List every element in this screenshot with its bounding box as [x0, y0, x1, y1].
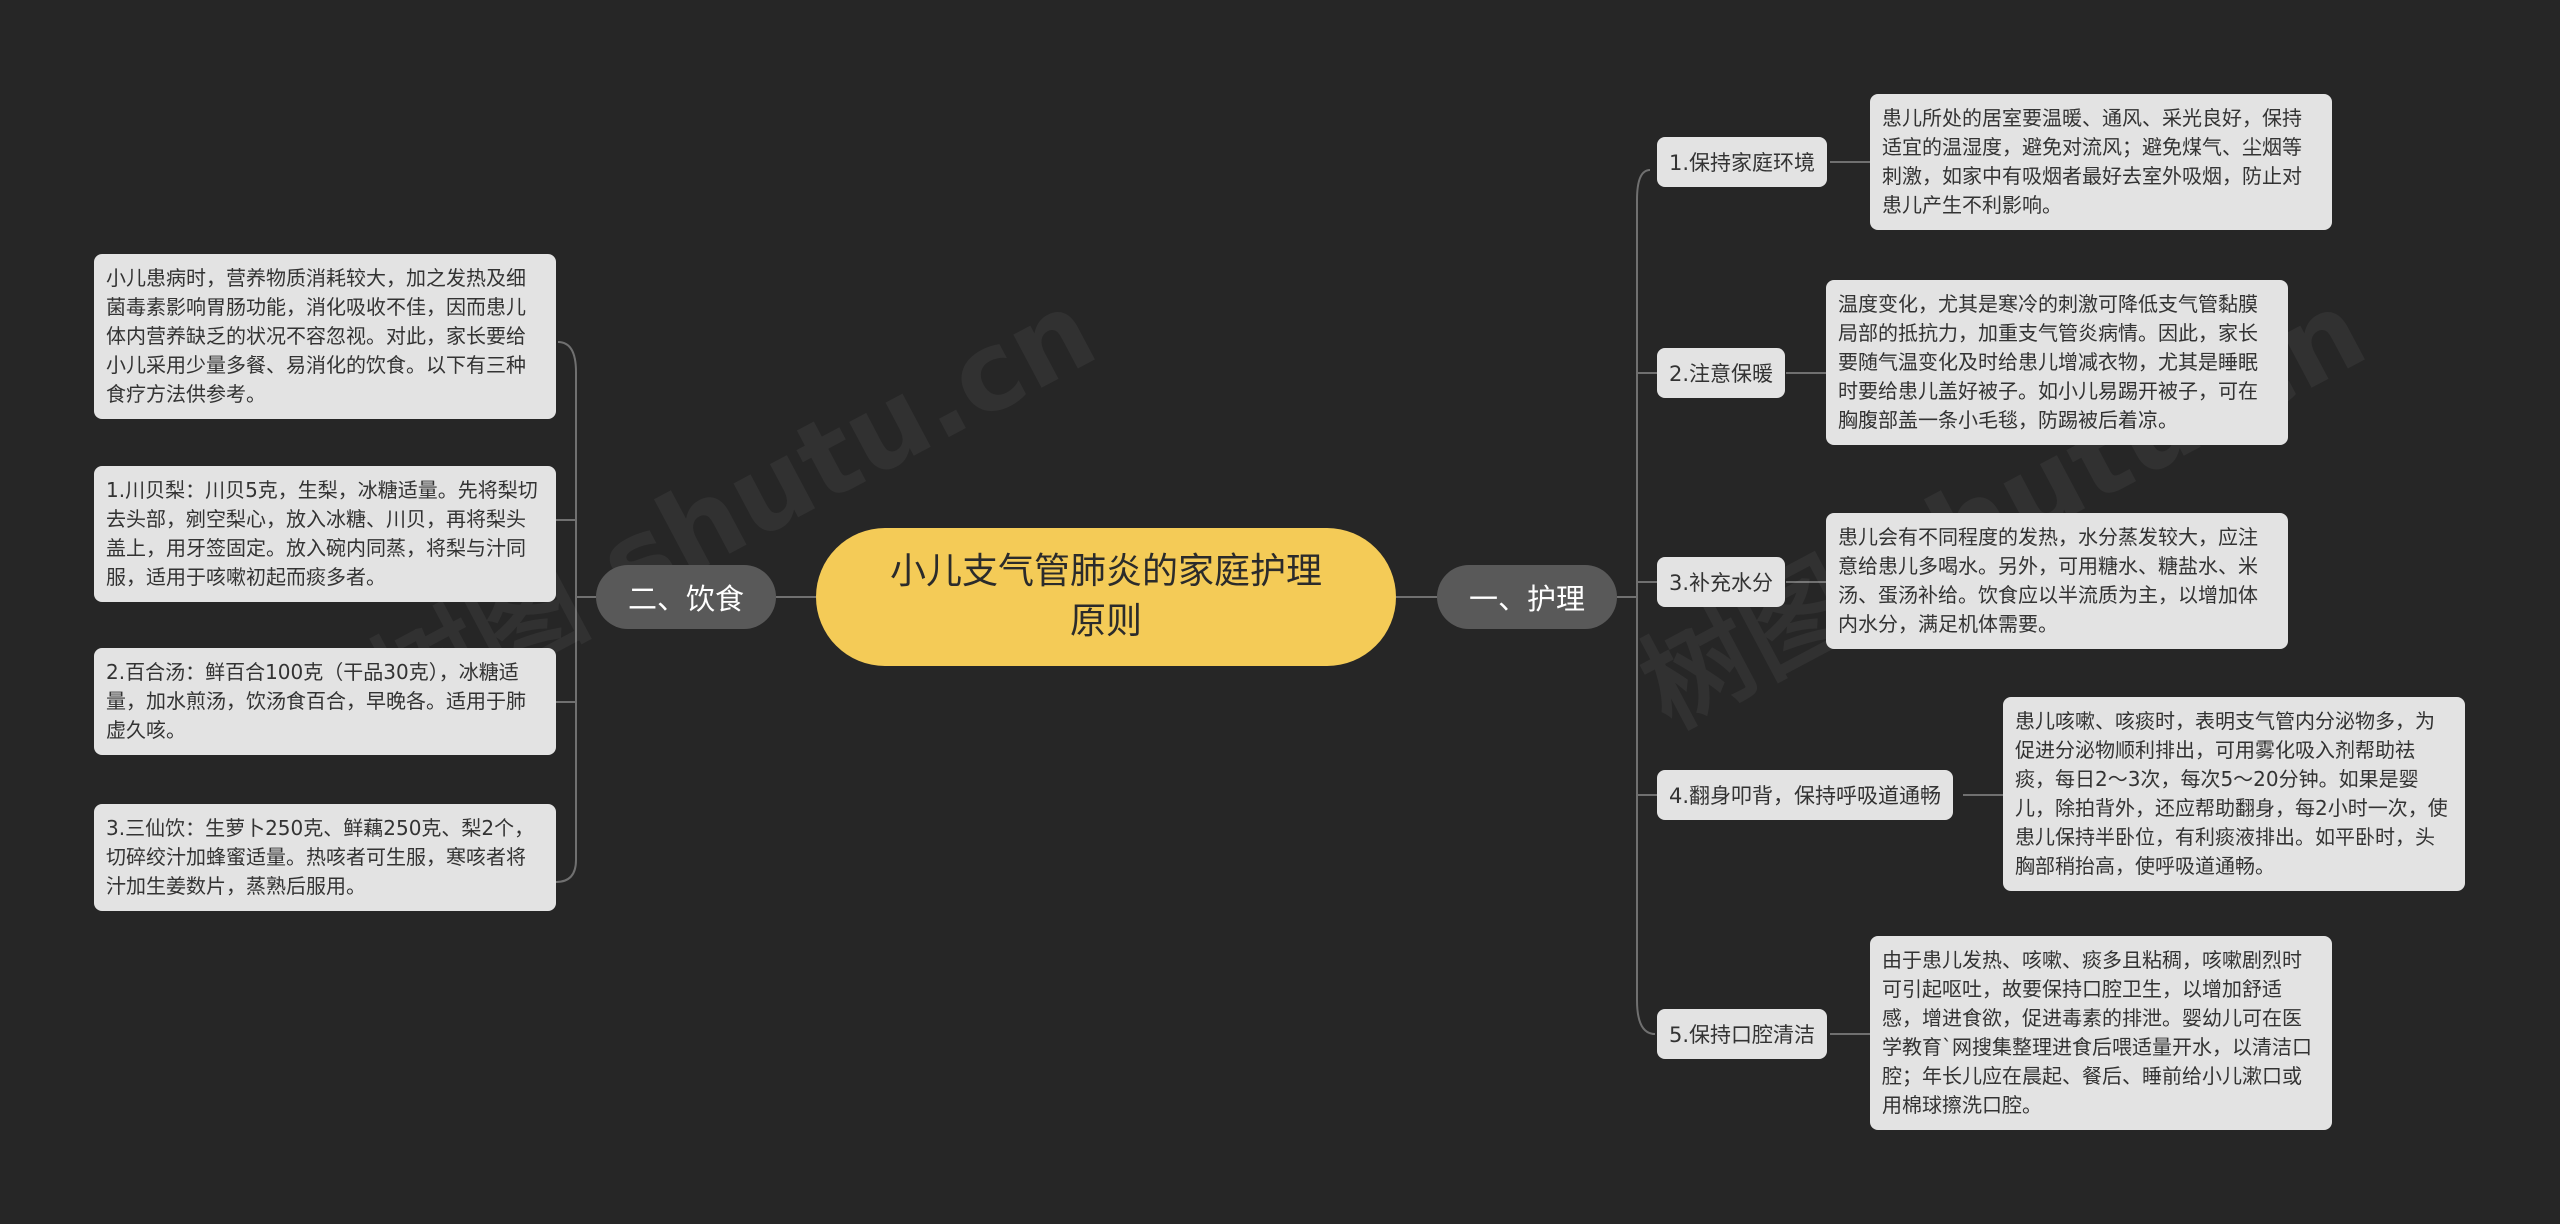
sub-node-keep-warm[interactable]: 2.注意保暖 [1657, 348, 1786, 398]
diet-item-intro[interactable]: 小儿患病时，营养物质消耗较大，加之发热及细菌毒素影响胃肠功能，消化吸收不佳，因而… [94, 254, 556, 419]
link-left-items [556, 519, 576, 703]
leaf-text: 患儿所处的居室要温暖、通风、采光良好，保持适宜的温湿度，避免对流风；避免煤气、尘… [1882, 106, 2302, 217]
leaf-note-airway[interactable]: 患儿咳嗽、咳痰时，表明支气管内分泌物多，为促进分泌物顺利排出，可用雾化吸入剂帮助… [2003, 697, 2465, 891]
leaf-text: 温度变化，尤其是寒冷的刺激可降低支气管黏膜局部的抵抗力，加重支气管炎病情。因此，… [1838, 292, 2258, 432]
leaf-text: 患儿会有不同程度的发热，水分蒸发较大，应注意给患儿多喝水。另外，可用糖水、糖盐水… [1838, 525, 2258, 636]
diet-item-lily-soup[interactable]: 2.百合汤：鲜百合100克（干品30克），冰糖适量，加水煎汤，饮汤食百合，早晚各… [94, 648, 556, 755]
sub-node-oral-hygiene[interactable]: 5.保持口腔清洁 [1657, 1009, 1828, 1059]
diet-item-chuanbei-pear[interactable]: 1.川贝梨：川贝5克，生梨，冰糖适量。先将梨切去头部，剜空梨心，放入冰糖、川贝，… [94, 466, 556, 602]
leaf-text: 2.百合汤：鲜百合100克（干品30克），冰糖适量，加水煎汤，饮汤食百合，早晚各… [106, 660, 526, 742]
root-node[interactable]: 小儿支气管肺炎的家庭护理原则 [816, 528, 1396, 666]
branch-label: 一、护理 [1468, 582, 1585, 616]
diet-item-three-immortals-drink[interactable]: 3.三仙饮：生萝卜250克、鲜藕250克、梨2个，切碎绞汁加蜂蜜适量。热咳者可生… [94, 804, 556, 911]
link-left-spine [555, 341, 596, 883]
sub-node-hydration[interactable]: 3.补充水分 [1657, 557, 1786, 607]
leaf-text: 由于患儿发热、咳嗽、痰多且粘稠，咳嗽剧烈时可引起呕吐，故要保持口腔卫生，以增加舒… [1882, 948, 2312, 1117]
leaf-text: 患儿咳嗽、咳痰时，表明支气管内分泌物多，为促进分泌物顺利排出，可用雾化吸入剂帮助… [2015, 709, 2448, 878]
leaf-note-oral-hygiene[interactable]: 由于患儿发热、咳嗽、痰多且粘稠，咳嗽剧烈时可引起呕吐，故要保持口腔卫生，以增加舒… [1870, 936, 2332, 1130]
branch-diet[interactable]: 二、饮食 [596, 565, 776, 629]
branch-nursing[interactable]: 一、护理 [1437, 565, 1617, 629]
root-title: 小儿支气管肺炎的家庭护理原则 [889, 551, 1322, 642]
sub-label: 1.保持家庭环境 [1669, 151, 1816, 175]
sub-label: 3.补充水分 [1669, 571, 1774, 595]
sub-label: 5.保持口腔清洁 [1669, 1023, 1816, 1047]
sub-node-home-environment[interactable]: 1.保持家庭环境 [1657, 137, 1828, 187]
leaf-note-hydration[interactable]: 患儿会有不同程度的发热，水分蒸发较大，应注意给患儿多喝水。另外，可用糖水、糖盐水… [1826, 513, 2288, 649]
sub-label: 4.翻身叩背，保持呼吸道通畅 [1669, 784, 1942, 808]
leaf-note-home-environment[interactable]: 患儿所处的居室要温暖、通风、采光良好，保持适宜的温湿度，避免对流风；避免煤气、尘… [1870, 94, 2332, 230]
branch-label: 二、饮食 [627, 582, 744, 616]
sub-label: 2.注意保暖 [1669, 362, 1774, 386]
leaf-text: 1.川贝梨：川贝5克，生梨，冰糖适量。先将梨切去头部，剜空梨心，放入冰糖、川贝，… [106, 478, 538, 589]
link-right-subs [1637, 372, 1657, 796]
leaf-text: 小儿患病时，营养物质消耗较大，加之发热及细菌毒素影响胃肠功能，消化吸收不佳，因而… [106, 266, 526, 406]
leaf-note-keep-warm[interactable]: 温度变化，尤其是寒冷的刺激可降低支气管黏膜局部的抵抗力，加重支气管炎病情。因此，… [1826, 280, 2288, 445]
link-right-spine [1617, 169, 1656, 1035]
leaf-text: 3.三仙饮：生萝卜250克、鲜藕250克、梨2个，切碎绞汁加蜂蜜适量。热咳者可生… [106, 816, 535, 898]
sub-node-airway[interactable]: 4.翻身叩背，保持呼吸道通畅 [1657, 770, 1954, 820]
